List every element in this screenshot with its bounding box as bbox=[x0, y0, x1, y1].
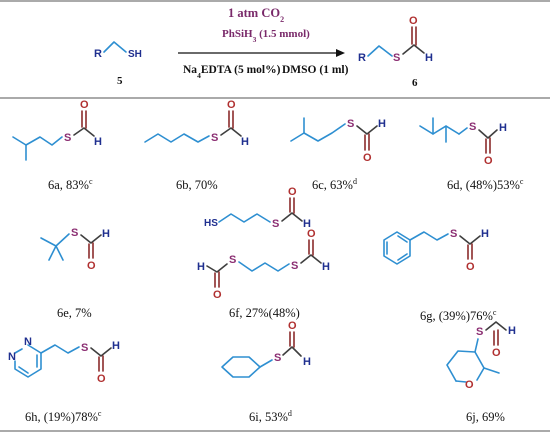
atom-o: O bbox=[288, 320, 297, 332]
atom-h: H bbox=[241, 136, 249, 148]
atom-h: H bbox=[112, 340, 120, 352]
atom-o: O bbox=[484, 155, 493, 167]
product-h-label: H bbox=[425, 52, 433, 64]
compound-6c: S O H 6c, 63%d bbox=[290, 117, 386, 192]
compound-6a: S O H 6a, 83%c bbox=[12, 99, 102, 192]
compound-6h: N N S O H 6h, (19%)78%c bbox=[8, 336, 120, 424]
caption-6e: 6e, 7% bbox=[57, 306, 92, 320]
atom-s: S bbox=[81, 342, 88, 354]
atom-o: O bbox=[80, 99, 89, 111]
atom-s: S bbox=[71, 227, 78, 239]
atom-h: H bbox=[508, 325, 516, 337]
product-r-label: R bbox=[358, 52, 366, 64]
condition-catalyst: Na4EDTA (5 mol%) bbox=[183, 64, 281, 80]
atom-s: S bbox=[469, 121, 476, 133]
atom-o: O bbox=[288, 186, 297, 198]
reactant-number: 5 bbox=[117, 75, 123, 87]
compound-6d: S O H 6d, (48%)53%c bbox=[419, 117, 524, 192]
reactant-sh-label: SH bbox=[128, 49, 142, 60]
atom-o: O bbox=[227, 99, 236, 111]
atom-o: O bbox=[87, 260, 96, 272]
product-s-label: S bbox=[393, 52, 400, 64]
product-6: R S O H 6 bbox=[358, 15, 433, 89]
atom-o: O bbox=[363, 152, 372, 164]
atom-o: O bbox=[307, 228, 316, 240]
atom-s: S bbox=[347, 118, 354, 130]
atom-s: S bbox=[274, 352, 281, 364]
caption-6a: 6a, 83%c bbox=[48, 177, 93, 192]
condition-silane: PhSiH3 (1.5 mmol) bbox=[222, 28, 310, 44]
condition-solvent: DMSO (1 ml) bbox=[282, 64, 349, 76]
atom-hs: HS bbox=[204, 218, 218, 229]
product-o-label: O bbox=[409, 15, 418, 27]
reactant-r-label: R bbox=[94, 48, 102, 60]
atom-s: S bbox=[476, 326, 483, 338]
caption-6i: 6i, 53%d bbox=[249, 409, 292, 424]
caption-6c: 6c, 63%d bbox=[312, 177, 357, 192]
atom-o: O bbox=[213, 289, 222, 301]
caption-6h: 6h, (19%)78%c bbox=[25, 409, 102, 424]
atom-h: H bbox=[303, 218, 311, 230]
compound-6i: S O H 6i, 53%d bbox=[221, 320, 311, 424]
atom-o: O bbox=[97, 373, 106, 385]
atom-h: H bbox=[102, 228, 110, 240]
condition-co2: 1 atm CO2 bbox=[228, 6, 284, 24]
caption-6d: 6d, (48%)53%c bbox=[447, 177, 524, 192]
compound-6g: S O H 6g, (39%)76%c bbox=[383, 228, 497, 323]
atom-o: O bbox=[466, 261, 475, 273]
reactant-5: R SH 5 bbox=[94, 41, 142, 87]
compound-6b: S O H 6b, 70% bbox=[144, 99, 249, 192]
caption-6g: 6g, (39%)76%c bbox=[420, 308, 497, 323]
atom-h: H bbox=[303, 356, 311, 368]
compound-6j: O S O H 6j, 69% bbox=[446, 321, 516, 424]
compound-6e: S O H 6e, 7% bbox=[40, 227, 110, 320]
product-number: 6 bbox=[412, 77, 418, 89]
atom-s: S bbox=[450, 228, 457, 240]
caption-6b: 6b, 70% bbox=[176, 178, 218, 192]
atom-n: N bbox=[24, 336, 32, 348]
atom-s: S bbox=[64, 132, 71, 144]
compound-6f: HS S O H H O S S O H 6f, 27%(48%) bbox=[197, 186, 330, 320]
atom-h: H bbox=[481, 228, 489, 240]
atom-s: S bbox=[229, 254, 236, 266]
atom-o: O bbox=[492, 347, 501, 359]
caption-6j: 6j, 69% bbox=[466, 410, 505, 424]
atom-h: H bbox=[197, 261, 205, 273]
atom-h: H bbox=[499, 122, 507, 134]
atom-o: O bbox=[465, 379, 474, 391]
atom-h: H bbox=[322, 261, 330, 273]
atom-s: S bbox=[291, 260, 298, 272]
caption-6f: 6f, 27%(48%) bbox=[229, 306, 300, 320]
atom-h: H bbox=[94, 136, 102, 148]
arrow-head bbox=[336, 49, 345, 57]
reaction-conditions: 1 atm CO2 PhSiH3 (1.5 mmol) Na4EDTA (5 m… bbox=[178, 6, 349, 80]
atom-h: H bbox=[378, 118, 386, 130]
atom-s: S bbox=[211, 132, 218, 144]
atom-s: S bbox=[272, 218, 279, 230]
atom-n: N bbox=[8, 351, 16, 363]
